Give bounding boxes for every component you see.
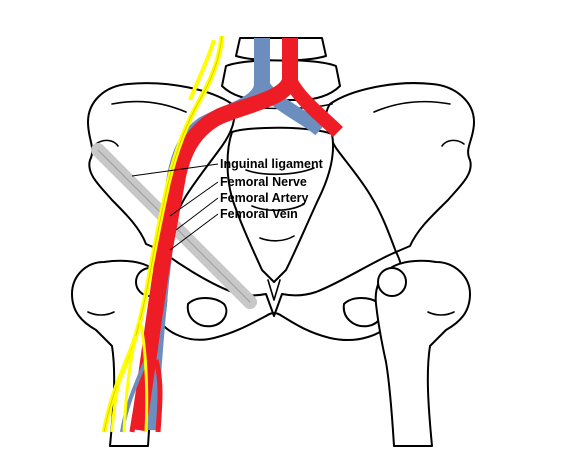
sacral-line-1 — [245, 167, 315, 176]
vertebra-top — [235, 37, 327, 62]
femoral-vein-branch — [256, 79, 325, 136]
left-sacroiliac-line — [95, 139, 119, 147]
right-ilium — [324, 82, 475, 253]
leader-femoral-nerve — [169, 181, 219, 217]
label-femoral-vein: Femoral Vein — [220, 207, 298, 221]
leader-femoral-artery — [175, 197, 219, 231]
vessels — [101, 35, 343, 433]
nerve-branch-lower-3 — [110, 349, 132, 433]
leader-femoral-vein — [169, 213, 219, 251]
nerve-branch-lower-2 — [138, 319, 149, 433]
vessel-branch-lower-2 — [153, 359, 163, 433]
sacral-line-2 — [251, 203, 305, 212]
right-sacroiliac-line — [441, 139, 465, 147]
label-inguinal-ligament: Inguinal ligament — [220, 157, 324, 171]
left-greater-trochanter — [87, 311, 115, 316]
left-obturator-foramen — [186, 297, 228, 328]
leader-lines — [131, 163, 219, 251]
left-iliac-fossa-line — [111, 100, 187, 113]
femoral-artery-vessel — [130, 38, 298, 432]
nerve-branch-top — [188, 39, 216, 101]
label-femoral-nerve: Femoral Nerve — [220, 175, 307, 189]
leader-inguinal-ligament — [131, 163, 219, 177]
right-iliac-fossa-line — [373, 100, 451, 113]
labels: Inguinal ligament Femoral Nerve Femoral … — [220, 157, 324, 221]
nerve-branch-lower-1 — [122, 335, 138, 433]
right-femoral-head — [377, 267, 407, 297]
right-greater-trochanter — [427, 311, 455, 316]
label-femoral-artery: Femoral Artery — [220, 191, 309, 205]
coccyx — [267, 279, 281, 301]
sacral-line-3 — [259, 235, 295, 242]
vessel-branch-lower-1 — [129, 359, 153, 433]
femoral-artery-branch — [283, 76, 343, 137]
